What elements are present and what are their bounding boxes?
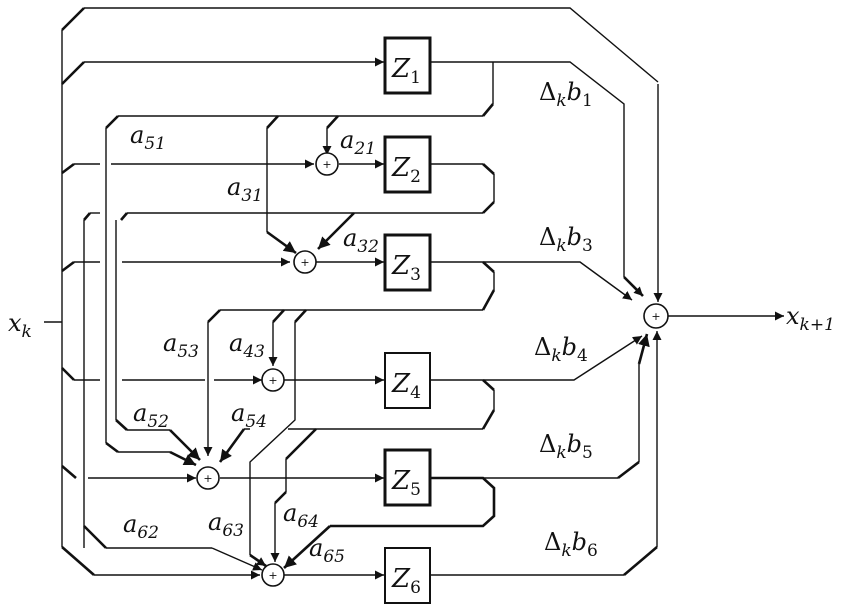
weight-b4: Δkb4 (534, 333, 588, 366)
coef-a32: a32 (343, 224, 379, 257)
coef-a21: a21 (340, 126, 376, 159)
svg-text:+: + (300, 256, 309, 269)
output-label-xk1: xk+1 (786, 302, 835, 335)
coef-a62: a62 (123, 510, 159, 543)
input-trunk (44, 7, 663, 580)
svg-text:Z3: Z3 (391, 251, 421, 285)
z3-output-wires (203, 261, 633, 568)
coef-a52: a52 (133, 399, 169, 432)
weight-b3: Δkb3 (539, 223, 593, 256)
block-z3: Z3 (383, 233, 432, 292)
coef-a65: a65 (309, 534, 345, 567)
coef-a54: a54 (231, 399, 267, 432)
sum-node-output: + (643, 303, 669, 329)
coef-a53: a53 (163, 329, 199, 362)
sum-node-6: + (261, 563, 285, 587)
block-z4: Z4 (384, 352, 431, 409)
block-z5: Z5 (383, 448, 432, 507)
svg-text:+: + (268, 374, 277, 387)
svg-text:Z1: Z1 (391, 54, 421, 88)
coef-a63: a63 (208, 508, 244, 541)
svg-text:Z4: Z4 (391, 369, 421, 403)
sum-node-4: + (261, 368, 285, 392)
z2-output-wires (83, 163, 495, 571)
weight-b5: Δkb5 (539, 430, 593, 463)
coef-a43: a43 (229, 329, 265, 362)
svg-text:+: + (203, 472, 212, 485)
sum-to-block-wires (220, 159, 784, 580)
sum-node-3: + (293, 250, 317, 274)
z4-output-wires (218, 335, 643, 562)
coef-a51: a51 (130, 121, 166, 154)
z6-output-wires (430, 331, 662, 576)
z5-output-wires (283, 333, 650, 569)
block-z2: Z2 (383, 135, 432, 194)
weight-b6: Δkb6 (544, 528, 598, 561)
coef-a31: a31 (227, 173, 263, 206)
svg-text:+: + (651, 310, 660, 323)
block-z1: Z1 (383, 36, 432, 95)
svg-text:+: + (268, 569, 277, 582)
svg-text:+: + (322, 158, 331, 171)
weight-b1: Δkb1 (539, 78, 593, 111)
coef-a64: a64 (283, 499, 319, 532)
svg-text:Z2: Z2 (391, 153, 421, 187)
svg-text:Z5: Z5 (391, 466, 421, 500)
sum-node-2: + (315, 152, 339, 176)
z1-output-wires (105, 61, 644, 467)
input-label-xk: xk (8, 309, 32, 342)
svg-text:Z6: Z6 (391, 564, 421, 598)
sum-node-5: + (196, 466, 220, 490)
block-z6: Z6 (384, 547, 431, 604)
